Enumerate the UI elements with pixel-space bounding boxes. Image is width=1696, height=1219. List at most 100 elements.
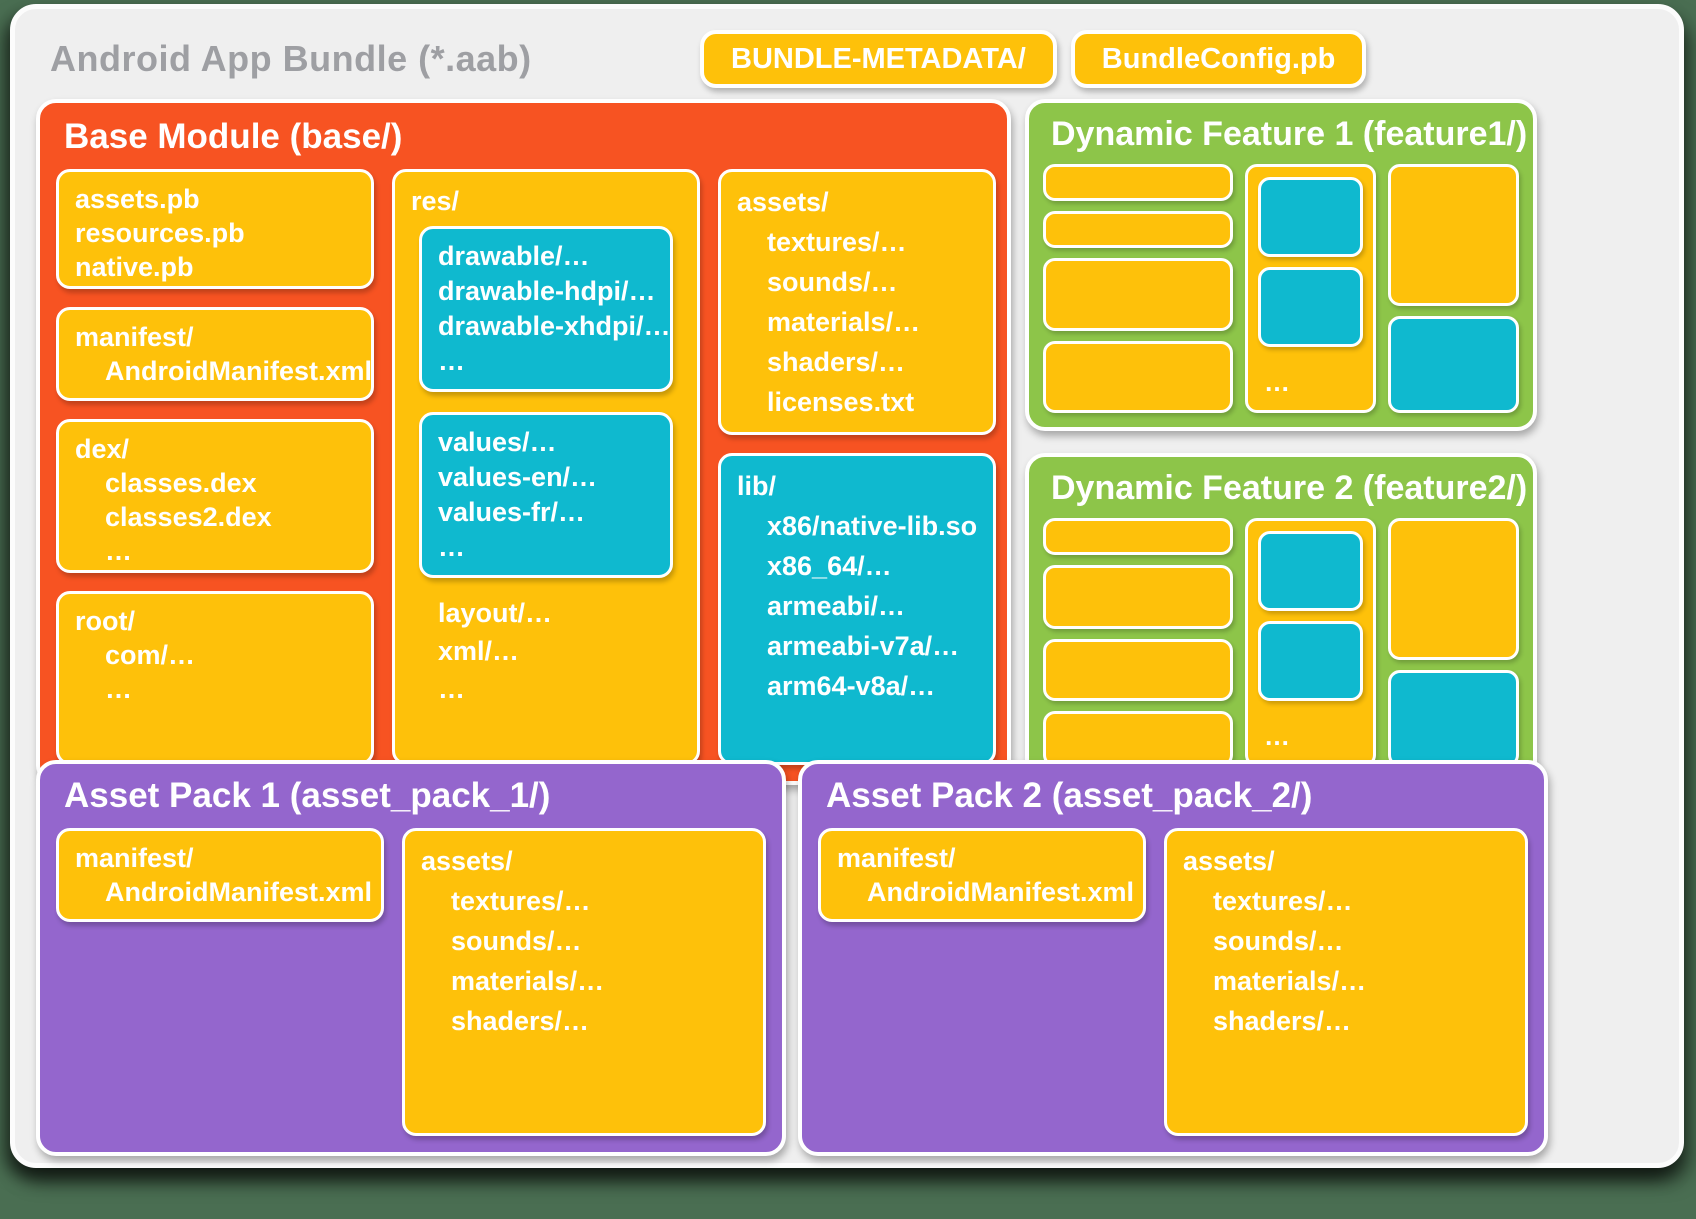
file-label: resources.pb: [75, 218, 245, 248]
mini-yellow-box: [1043, 341, 1233, 413]
file-label: classes.dex: [105, 468, 257, 498]
asset-pack-2-panel: Asset Pack 2 (asset_pack_2/) manifest/ A…: [798, 760, 1548, 1156]
ellipsis-label: …: [1263, 721, 1291, 751]
feature-2-mini-grid: …: [1043, 518, 1519, 767]
folder-label: res/: [411, 186, 460, 216]
res-tail-lines: layout/… xml/… …: [438, 594, 684, 708]
mini-column-3: [1387, 518, 1519, 767]
file-label: AndroidManifest.xml: [105, 356, 373, 386]
dex-box: dex/ classes.dex classes2.dex …: [56, 419, 374, 573]
ellipsis-label: …: [438, 532, 465, 562]
mini-cyan-box: [1257, 621, 1363, 701]
pb-files-box: assets.pb resources.pb native.pb: [56, 169, 374, 289]
res-box: res/ drawable/… drawable-hdpi/… drawable…: [392, 169, 700, 765]
page-title: Android App Bundle (*.aab): [50, 38, 532, 79]
folder-label: drawable-hdpi/…: [438, 276, 656, 306]
asset-pack-2-grid: manifest/ AndroidManifest.xml assets/ te…: [818, 828, 1528, 1136]
manifest-box: manifest/ AndroidManifest.xml: [56, 828, 384, 922]
asset-pack-1-panel: Asset Pack 1 (asset_pack_1/) manifest/ A…: [36, 760, 786, 1156]
mini-yellow-box: [1387, 518, 1519, 661]
assets-box: assets/ textures/… sounds/… materials/… …: [402, 828, 766, 1136]
mini-yellow-box: [1043, 211, 1233, 248]
file-label: AndroidManifest.xml: [867, 877, 1135, 907]
manifest-box: manifest/ AndroidManifest.xml: [818, 828, 1146, 922]
file-label: assets.pb: [75, 184, 200, 214]
lib-box: lib/ x86/native-lib.so x86_64/… armeabi/…: [718, 453, 997, 765]
mini-column-1: [1043, 164, 1233, 413]
folder-label: lib/: [737, 471, 776, 501]
bundle-config-badge: BundleConfig.pb: [1070, 30, 1367, 88]
folder-label: assets/: [421, 846, 513, 876]
folder-label: arm64-v8a/…: [767, 671, 936, 701]
header-badges: BUNDLE-METADATA/ BundleConfig.pb: [700, 30, 1367, 88]
folder-label: assets/: [737, 187, 829, 217]
header: Android App Bundle (*.aab) BUNDLE-METADA…: [36, 23, 1661, 95]
folder-label: textures/…: [1213, 886, 1353, 916]
asset-pack-1-title: Asset Pack 1 (asset_pack_1/): [64, 776, 551, 815]
mini-yellow-container: …: [1244, 164, 1376, 413]
mini-yellow-box: [1387, 164, 1519, 307]
folder-label: shaders/…: [1213, 1006, 1352, 1036]
mini-column-3: [1387, 164, 1519, 413]
folder-label: armeabi/…: [767, 591, 906, 621]
mini-column-1: [1043, 518, 1233, 767]
folder-label: values-en/…: [438, 462, 598, 492]
asset-pack-2-title: Asset Pack 2 (asset_pack_2/): [826, 776, 1313, 815]
folder-label: layout/…: [438, 598, 553, 628]
folder-label: assets/: [1183, 846, 1275, 876]
dynamic-feature-2-title: Dynamic Feature 2 (feature2/): [1051, 469, 1528, 507]
assets-box: assets/ textures/… sounds/… materials/… …: [1164, 828, 1528, 1136]
folder-label: root/: [75, 606, 135, 636]
folder-label: shaders/…: [767, 347, 906, 377]
file-label: x86/native-lib.so: [767, 511, 978, 541]
folder-label: manifest/: [837, 843, 956, 873]
file-label: classes2.dex: [105, 502, 272, 532]
dynamic-feature-1-panel: Dynamic Feature 1 (feature1/) …: [1025, 99, 1537, 431]
folder-label: xml/…: [438, 636, 520, 666]
file-label: native.pb: [75, 252, 194, 282]
drawable-box: drawable/… drawable-hdpi/… drawable-xhdp…: [419, 226, 673, 392]
ellipsis-label: …: [105, 536, 132, 566]
base-module-panel: Base Module (base/) assets.pb resources.…: [36, 99, 1011, 785]
ellipsis-label: …: [1263, 367, 1291, 397]
mini-yellow-box: [1043, 258, 1233, 331]
mini-yellow-box: [1043, 164, 1233, 201]
base-column-1: assets.pb resources.pb native.pb manifes…: [56, 169, 374, 765]
folder-label: drawable-xhdpi/…: [438, 311, 671, 341]
folder-label: textures/…: [767, 227, 907, 257]
folder-label: dex/: [75, 434, 130, 464]
main-row: Base Module (base/) assets.pb resources.…: [36, 99, 1661, 785]
base-column-3: assets/ textures/… sounds/… materials/… …: [718, 169, 997, 765]
mini-yellow-container: …: [1244, 518, 1376, 767]
folder-label: materials/…: [451, 966, 605, 996]
mini-cyan-box: [1387, 316, 1519, 413]
bundle-metadata-badge: BUNDLE-METADATA/: [700, 30, 1057, 88]
dynamic-feature-1-title: Dynamic Feature 1 (feature1/): [1051, 115, 1528, 153]
folder-label: sounds/…: [451, 926, 582, 956]
folder-label: sounds/…: [767, 267, 898, 297]
mini-yellow-box: [1043, 518, 1233, 555]
asset-packs-row: Asset Pack 1 (asset_pack_1/) manifest/ A…: [36, 760, 1661, 1156]
asset-pack-1-grid: manifest/ AndroidManifest.xml assets/ te…: [56, 828, 766, 1136]
ellipsis-label: …: [105, 674, 132, 704]
folder-label: com/…: [105, 640, 196, 670]
assets-box: assets/ textures/… sounds/… materials/… …: [718, 169, 997, 435]
base-module-grid: assets.pb resources.pb native.pb manifes…: [56, 169, 997, 765]
mini-yellow-box: [1043, 639, 1233, 701]
folder-label: drawable/…: [438, 241, 590, 271]
mini-cyan-box: [1257, 531, 1363, 611]
dynamic-feature-2-panel: Dynamic Feature 2 (feature2/) …: [1025, 453, 1537, 785]
folder-label: manifest/: [75, 843, 194, 873]
feature-1-mini-grid: …: [1043, 164, 1519, 413]
mini-yellow-box: [1043, 711, 1233, 767]
manifest-box: manifest/ AndroidManifest.xml: [56, 307, 374, 401]
mini-cyan-box: [1257, 177, 1363, 257]
folder-label: sounds/…: [1213, 926, 1344, 956]
folder-label: shaders/…: [451, 1006, 590, 1036]
file-label: licenses.txt: [767, 387, 915, 417]
folder-label: manifest/: [75, 322, 194, 352]
ellipsis-label: …: [438, 674, 465, 704]
base-module-title: Base Module (base/): [64, 117, 403, 156]
mini-cyan-box: [1257, 267, 1363, 347]
ellipsis-label: …: [438, 346, 465, 376]
